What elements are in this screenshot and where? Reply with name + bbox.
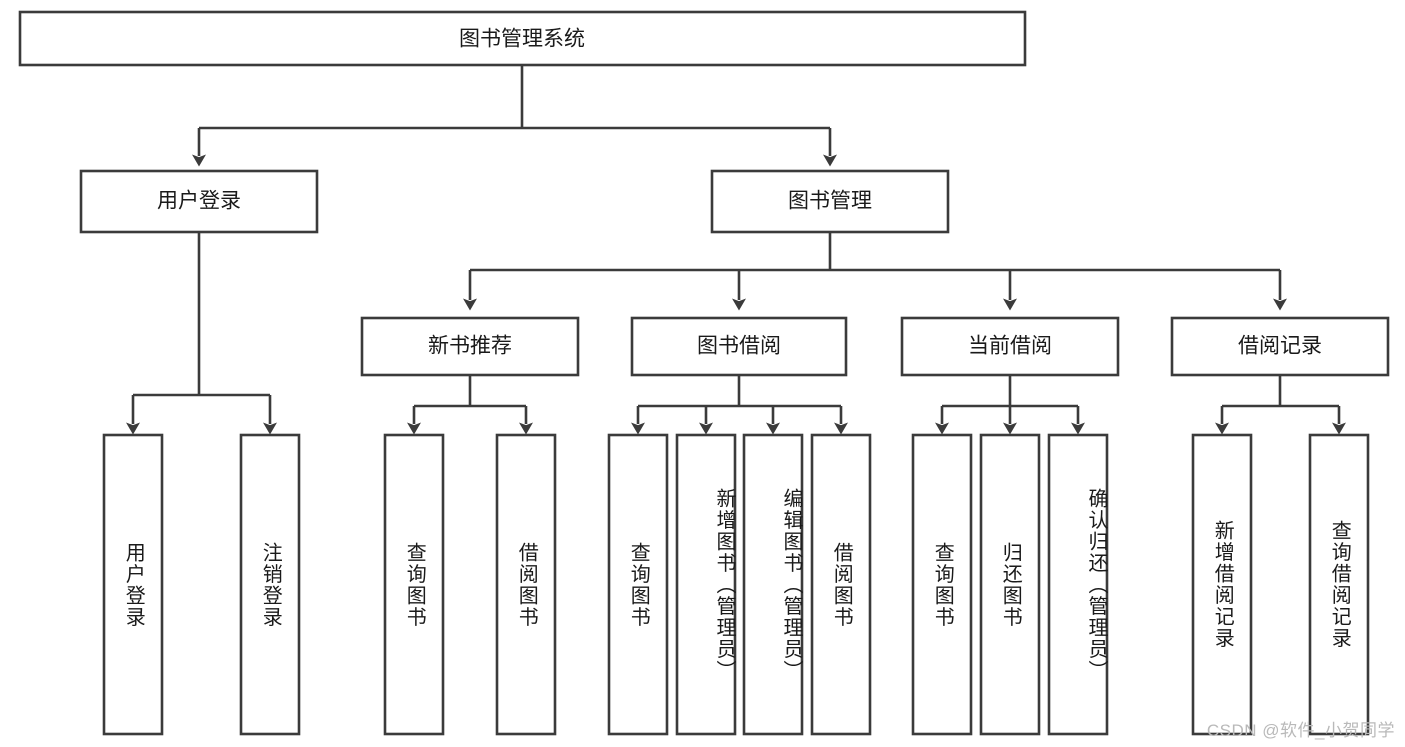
node-borrow-records[interactable]: 借阅记录: [1170, 316, 1390, 377]
node-book-management-label: 图书管理: [788, 190, 872, 213]
csdn-watermark: CSDN @软件_小贺同学: [1206, 721, 1395, 740]
leaf-node-borrow-books-recommend[interactable]: [495, 433, 557, 736]
connector-newbook-to-leaves: [407, 375, 533, 435]
leaf-node-edit-book-admin[interactable]: [742, 433, 804, 736]
leaf-node-confirm-return-admin[interactable]: [1047, 433, 1109, 736]
node-borrow-records-label: 借阅记录: [1238, 335, 1322, 358]
connector-current-to-leaves: [935, 375, 1085, 435]
leaf-node-add-borrow-record[interactable]: [1191, 433, 1253, 736]
leaf-node-return-book[interactable]: [979, 433, 1041, 736]
leaf-node-query-borrow-record[interactable]: [1308, 433, 1370, 736]
node-user-login[interactable]: 用户登录: [79, 169, 319, 234]
leaf-node-query-books-current[interactable]: [911, 433, 973, 736]
node-root-label: 图书管理系统: [459, 28, 585, 51]
leaf-node-user-login[interactable]: [102, 433, 164, 736]
node-current-borrow[interactable]: 当前借阅: [900, 316, 1120, 377]
leaf-node-add-book-admin[interactable]: [675, 433, 737, 736]
connector-root-to-level2: [192, 65, 837, 167]
node-new-book-recommend[interactable]: 新书推荐: [360, 316, 580, 377]
leaf-node-borrow-book[interactable]: [810, 433, 872, 736]
node-book-borrow-label: 图书借阅: [697, 335, 781, 358]
connector-records-to-leaves: [1215, 375, 1346, 435]
leaf-node-logout[interactable]: [239, 433, 301, 736]
connector-books-to-level3: [463, 232, 1287, 311]
leaf-node-query-books-recommend[interactable]: [383, 433, 445, 736]
node-book-borrow[interactable]: 图书借阅: [630, 316, 848, 377]
node-new-book-recommend-label: 新书推荐: [428, 335, 512, 358]
node-user-login-label: 用户登录: [157, 190, 241, 213]
node-root[interactable]: 图书管理系统: [18, 10, 1027, 67]
node-book-management[interactable]: 图书管理: [710, 169, 950, 234]
leaf-node-query-books-borrow[interactable]: [607, 433, 669, 736]
connector-borrow-to-leaves: [631, 375, 848, 435]
connector-login-to-leaves: [126, 232, 277, 435]
node-current-borrow-label: 当前借阅: [968, 335, 1052, 358]
